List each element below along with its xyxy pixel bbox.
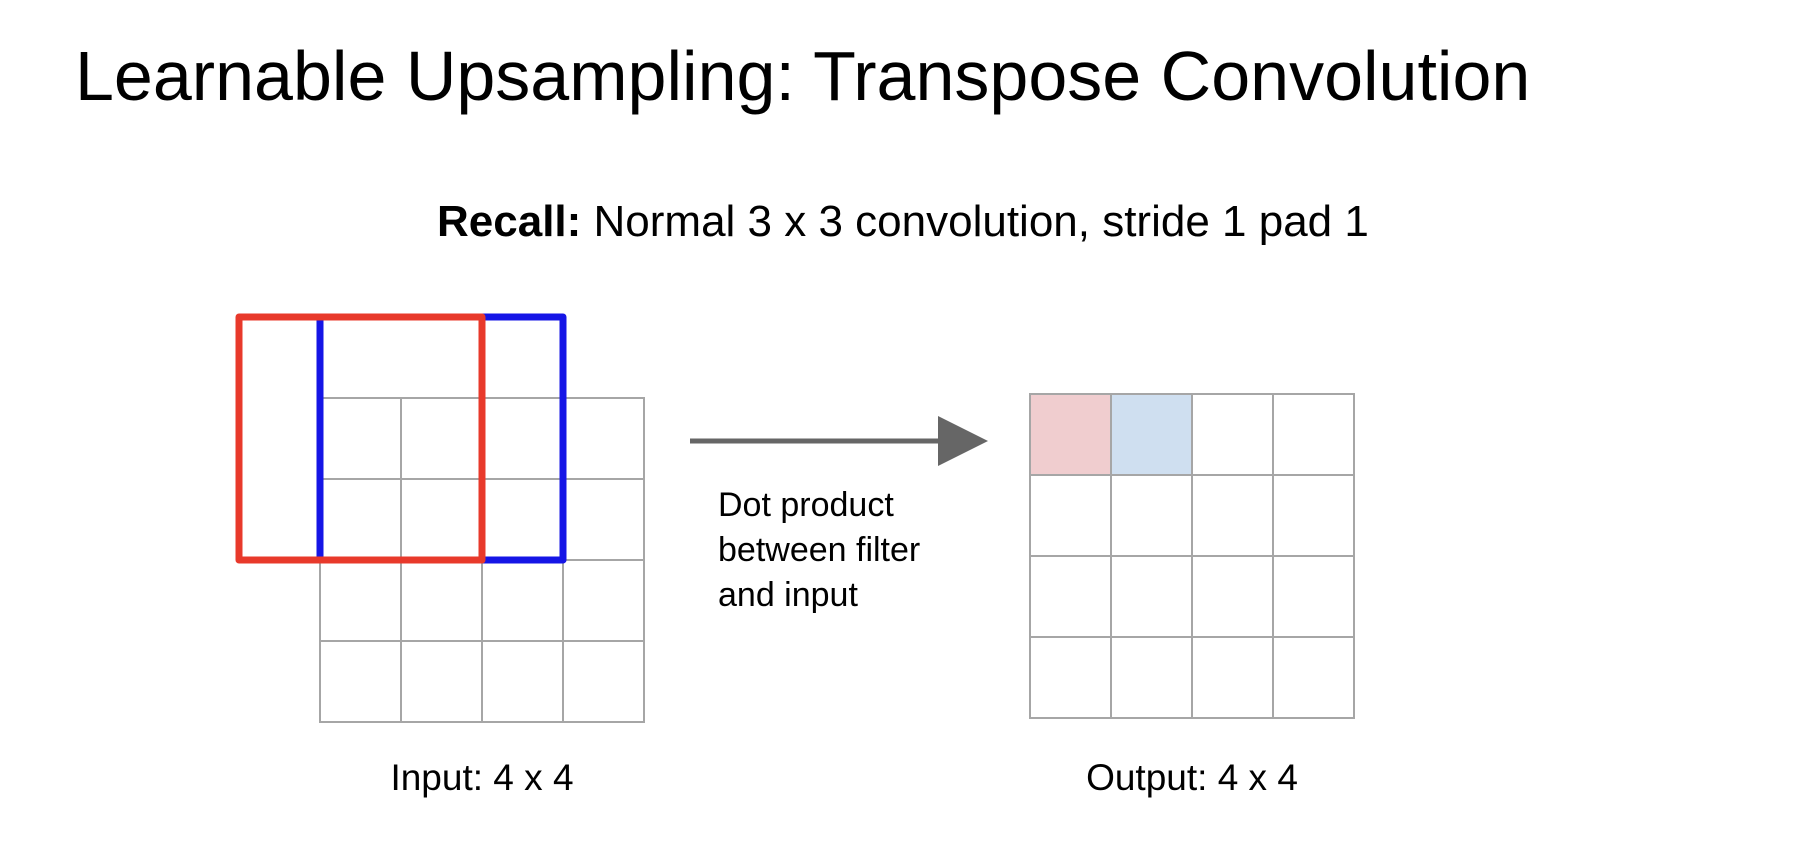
operation-label-line-2: and input [718,576,858,614]
output-cell-2-3 [1272,555,1355,638]
input-cell-0-0 [319,397,402,480]
output-highlight-0 [1030,394,1111,475]
output-cell-1-2 [1191,474,1274,557]
input-cell-3-0 [319,640,402,723]
output-cell-3-0 [1029,636,1112,719]
subtitle-recall-label: Recall: [437,197,582,246]
output-cell-0-2 [1191,393,1274,476]
output-cell-2-1 [1110,555,1193,638]
input-cell-1-1 [400,478,483,561]
output-cell-1-3 [1272,474,1355,557]
slide-title: Learnable Upsampling: Transpose Convolut… [75,37,1531,115]
output-cell-1-1 [1110,474,1193,557]
output-cell-3-3 [1272,636,1355,719]
output-label: Output: 4 x 4 [1086,757,1298,798]
input-label: Input: 4 x 4 [390,757,573,798]
input-cell-2-0 [319,559,402,642]
input-cell-1-2 [481,478,564,561]
operation-label: Dot product between filter and input [718,486,920,614]
output-highlight-1 [1111,394,1192,475]
input-cell-0-3 [562,397,645,480]
subtitle-description: Normal 3 x 3 convolution, stride 1 pad 1 [581,197,1369,246]
slide-subtitle: Recall: Normal 3 x 3 convolution, stride… [437,196,1369,249]
input-cell-2-1 [400,559,483,642]
input-cell-2-3 [562,559,645,642]
input-cell-1-3 [562,478,645,561]
operation-label-line-1: between filter [718,531,920,569]
filter-windows [235,313,567,564]
input-cell-3-3 [562,640,645,723]
input-cell-3-1 [400,640,483,723]
output-cell-1-0 [1029,474,1112,557]
output-cell-2-0 [1029,555,1112,638]
output-highlight-cells [1030,394,1192,475]
filter-window-1 [316,313,567,564]
output-cell-2-2 [1191,555,1274,638]
input-cell-1-0 [319,478,402,561]
input-cell-0-2 [481,397,564,480]
operation-label-line-0: Dot product [718,486,894,524]
output-cell-3-1 [1110,636,1193,719]
output-grid [1029,393,1355,719]
filter-window-0 [235,313,486,564]
input-cell-3-2 [481,640,564,723]
output-cell-3-2 [1191,636,1274,719]
input-cell-2-2 [481,559,564,642]
output-cell-0-3 [1272,393,1355,476]
input-cell-0-1 [400,397,483,480]
